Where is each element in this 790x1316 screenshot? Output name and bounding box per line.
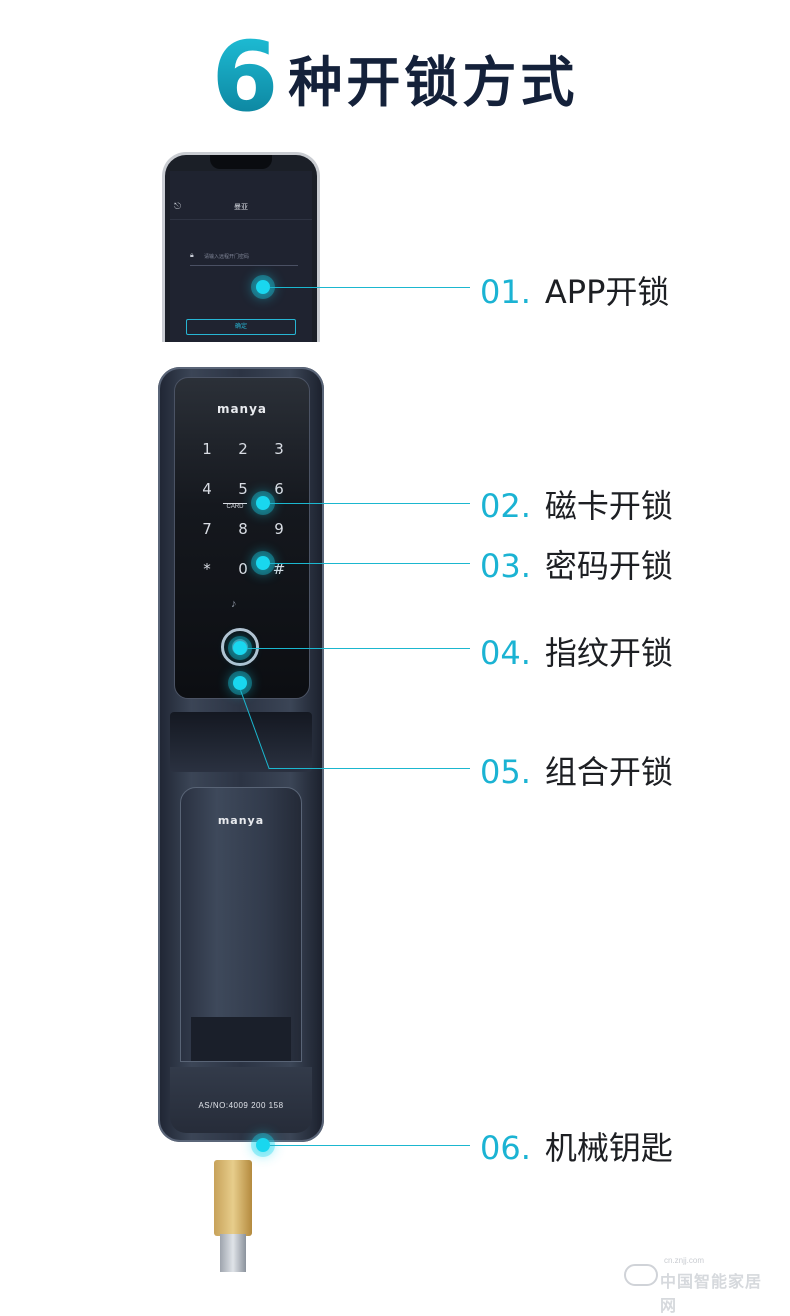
key-3[interactable]: 3	[274, 440, 284, 458]
phone-screen: ⎋ 曼亚 🔒︎ 请输入远程开门密码 确定	[170, 171, 312, 342]
key-2[interactable]: 2	[238, 440, 248, 458]
phone-mockup: ⎋ 曼亚 🔒︎ 请输入远程开门密码 确定	[162, 152, 320, 342]
callout-text: 组合开锁	[544, 753, 673, 791]
callout-num: 01.	[480, 273, 531, 311]
lock-bottom-panel: AS/NO:4009 200 158	[170, 1067, 312, 1133]
callout-label-app: 01. APP开锁	[480, 267, 669, 313]
brand-logo: manya	[216, 402, 268, 416]
fingerprint-sensor[interactable]	[221, 628, 259, 666]
handle-brand-logo: manya	[217, 814, 265, 827]
logout-icon[interactable]: ⎋	[174, 201, 182, 211]
watermark-name: 中国智能家居网	[660, 1274, 763, 1315]
callout-line-key	[270, 1145, 470, 1146]
callout-line-fingerprint	[247, 648, 470, 649]
doorbell-icon[interactable]: ♪	[231, 598, 237, 610]
smart-lock: manya 1 2 3 4 5 6 7 8 9 * 0 # CARD ♪ man…	[158, 367, 324, 1142]
callout-dot-password	[256, 556, 270, 570]
callout-line-card	[270, 503, 470, 504]
key-blade	[220, 1234, 246, 1272]
callout-text: 机械钥匙	[544, 1129, 673, 1167]
callout-label-password: 03. 密码开锁	[480, 541, 673, 587]
callout-num: 04.	[480, 634, 531, 672]
card-label: CARD	[223, 503, 247, 510]
key-6[interactable]: 6	[274, 480, 284, 498]
page-title: 6 种开锁方式	[0, 21, 790, 133]
mechanical-key	[210, 1160, 256, 1272]
callout-num: 02.	[480, 487, 531, 525]
callout-text: 密码开锁	[544, 547, 673, 585]
callout-num: 05.	[480, 753, 531, 791]
serial-number: AS/NO:4009 200 158	[198, 1101, 284, 1110]
callout-dot-card	[256, 496, 270, 510]
callout-text: 指纹开锁	[544, 634, 673, 672]
lock-icon: 🔒︎	[190, 252, 194, 259]
key-4[interactable]: 4	[202, 480, 212, 498]
key-0[interactable]: 0	[238, 560, 248, 578]
handle-base	[191, 1017, 291, 1061]
callout-line-combination	[269, 768, 470, 769]
key-star[interactable]: *	[203, 560, 211, 578]
app-header: ⎋ 曼亚	[170, 197, 312, 220]
lock-recess	[170, 712, 312, 772]
confirm-button[interactable]: 确定	[186, 319, 296, 335]
phone-notch	[210, 155, 272, 169]
title-number: 6	[211, 21, 279, 133]
key-7[interactable]: 7	[202, 520, 212, 538]
key-5[interactable]: 5	[238, 480, 248, 498]
callout-label-card: 02. 磁卡开锁	[480, 481, 673, 527]
callout-text: 磁卡开锁	[544, 487, 673, 525]
app-title: 曼亚	[234, 204, 248, 211]
lock-handle[interactable]: manya	[180, 787, 302, 1062]
password-placeholder: 请输入远程开门密码	[204, 254, 250, 260]
remote-password-input[interactable]: 🔒︎ 请输入远程开门密码	[190, 251, 298, 266]
watermark-url: cn.znjj.com	[664, 1256, 705, 1265]
cloud-logo-icon	[624, 1264, 658, 1286]
callout-num: 03.	[480, 547, 531, 585]
callout-dot-fingerprint	[233, 641, 247, 655]
callout-dot-key	[256, 1138, 270, 1152]
callout-label-key: 06. 机械钥匙	[480, 1123, 673, 1169]
watermark: cn.znjj.com 中国智能家居网	[624, 1252, 764, 1315]
callout-dot-app	[256, 280, 270, 294]
key-9[interactable]: 9	[274, 520, 284, 538]
callout-label-fingerprint: 04. 指纹开锁	[480, 628, 673, 674]
key-8[interactable]: 8	[238, 520, 248, 538]
callout-text: APP开锁	[544, 273, 670, 311]
key-head	[214, 1160, 252, 1236]
title-text: 种开锁方式	[288, 50, 579, 114]
key-1[interactable]: 1	[202, 440, 212, 458]
callout-dot-combination	[233, 676, 247, 690]
callout-line-password	[270, 563, 470, 564]
key-hash[interactable]: #	[272, 560, 286, 578]
callout-label-combination: 05. 组合开锁	[480, 747, 673, 793]
callout-num: 06.	[480, 1129, 531, 1167]
callout-line-app	[270, 287, 470, 288]
